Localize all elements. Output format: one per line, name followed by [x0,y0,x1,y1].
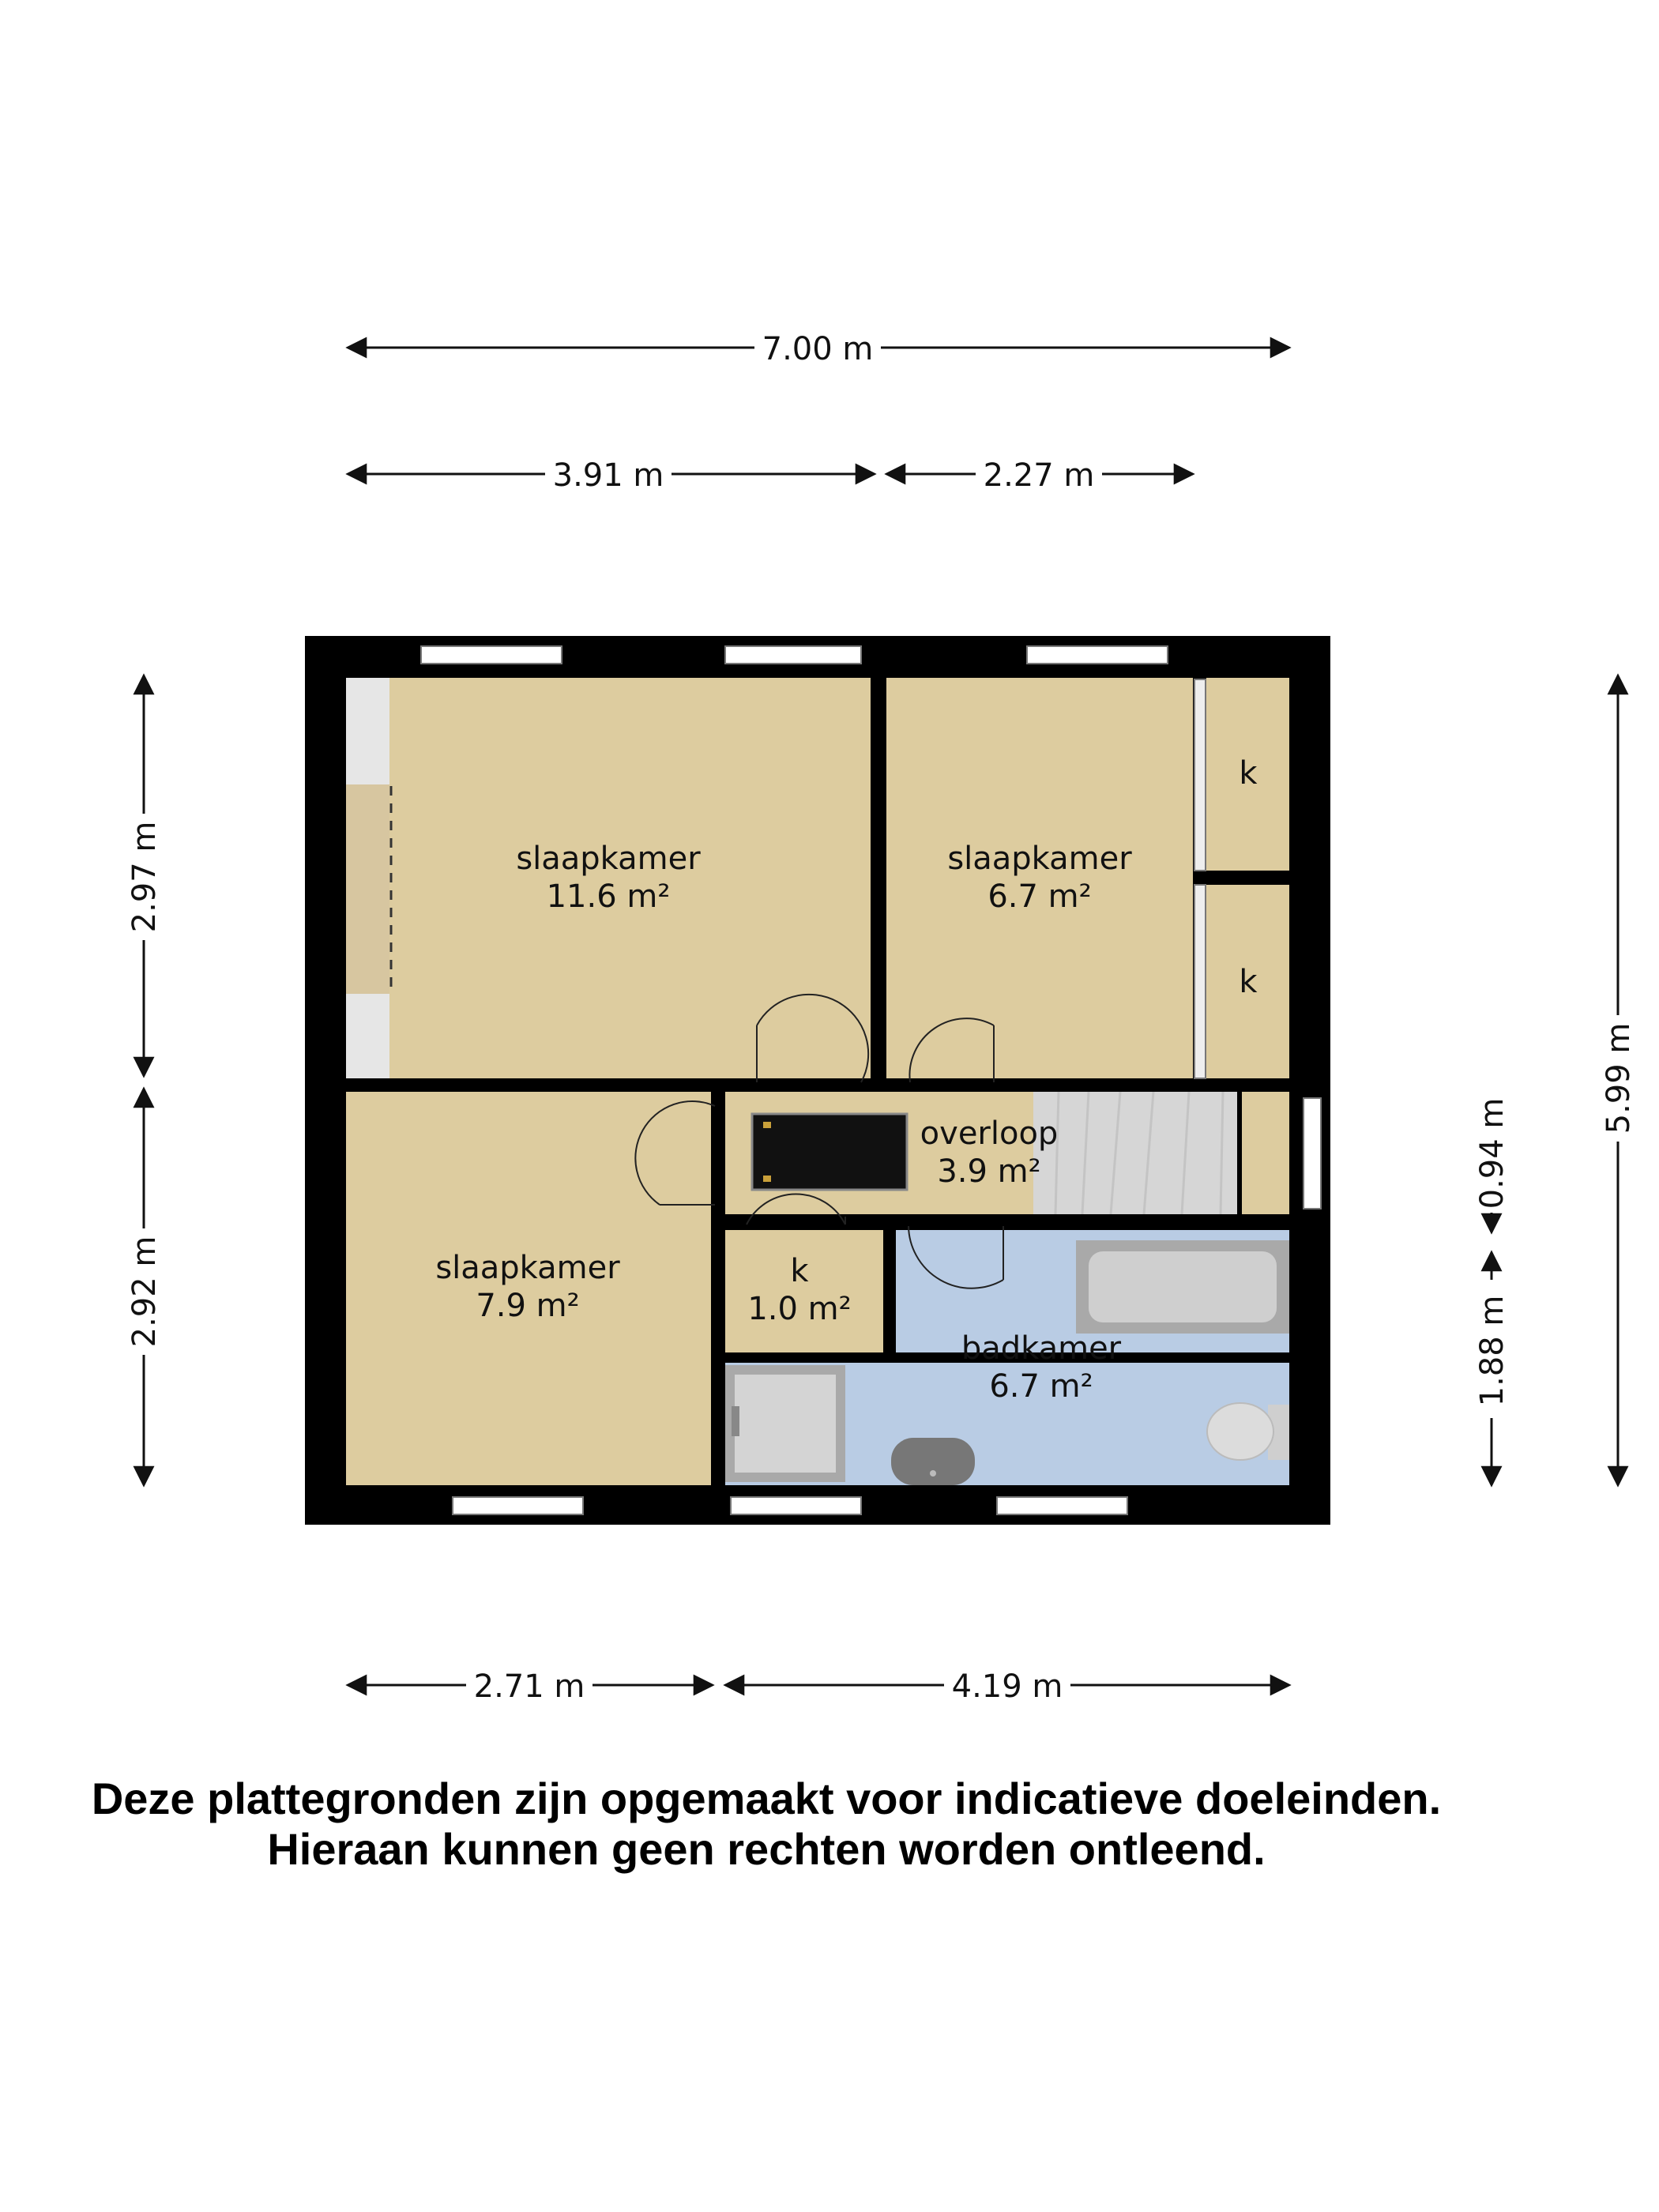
room-bedroom-large-area: 11.6 m² [547,878,671,915]
closet-sliding-door-lower [1194,884,1206,1079]
wall-stair-end [1237,1092,1242,1214]
dimension-left-top-label: 2.97 m [126,822,163,933]
room-bedroom-left-area: 7.9 m² [476,1288,579,1324]
room-bedroom-right-name: slaapkamer [947,841,1132,877]
door-bathroom [908,1225,1004,1289]
dimension-right-bottom: 1.88 m [1474,1250,1510,1488]
toilet [1206,1402,1289,1461]
dimension-bottom-left-label: 2.71 m [474,1668,585,1705]
dimension-top-right-label: 2.27 m [984,457,1095,494]
window-top-1 [420,645,562,664]
dimension-top-total: 7.00 m [345,331,1292,367]
door-closet-small [746,1193,846,1225]
floor-closet-lower [1206,885,1289,1078]
room-closet-upper-name: k [1239,755,1258,792]
window-right [1303,1097,1322,1209]
shower [725,1365,845,1482]
dimension-top-left-label: 3.91 m [553,457,664,494]
room-landing-area: 3.9 m² [937,1153,1040,1190]
wall-bedrooms-divider [871,678,886,1078]
room-closet-lower-name: k [1239,964,1258,1000]
bathtub [1076,1240,1289,1334]
door-bedroom-large [756,993,870,1083]
room-closet-small-name: k [790,1253,809,1289]
room-bedroom-large-name: slaapkamer [516,841,701,877]
wardrobe-bottom [346,994,389,1078]
wall-closet-bottom [725,1352,896,1363]
wall-closet-right [883,1230,896,1363]
dimension-right-total: 5.99 m [1601,673,1637,1488]
wall-closets-divider [1193,871,1289,885]
room-bathroom-name: badkamer [961,1330,1122,1367]
room-bedroom-right-area: 6.7 m² [988,878,1091,915]
dimension-left-bottom: 2.92 m [126,1086,163,1488]
dimension-bottom-left: 2.71 m [345,1668,715,1705]
closet-sliding-door-upper [1194,679,1206,871]
dimension-bottom-right: 4.19 m [723,1668,1292,1705]
staircase [1033,1091,1237,1215]
door-bedroom-right [908,1018,995,1083]
wardrobe-top [346,678,389,784]
disclaimer-line-2: Hieraan kunnen geen rechten worden ontle… [267,1824,1266,1874]
room-bathroom-area: 6.7 m² [989,1368,1093,1405]
window-bottom-1 [452,1496,584,1515]
room-bedroom-left-name: slaapkamer [435,1250,620,1286]
sink [891,1438,975,1485]
wall-landing-bottom [725,1214,1289,1230]
wardrobe-middle [346,784,389,994]
dimension-top-left: 3.91 m [345,457,877,494]
dimension-right-total-label: 5.99 m [1601,1023,1637,1134]
dimension-right-mid-label: 0.94 m [1474,1098,1510,1209]
dimension-bottom-right-label: 4.19 m [952,1668,1063,1705]
floor-closet-small [725,1230,883,1352]
dimension-right-bottom-label: 1.88 m [1474,1296,1510,1407]
floor-closet-upper [1206,678,1289,871]
dimension-top-right: 2.27 m [884,457,1195,494]
disclaimer-line-1: Deze plattegronden zijn opgemaakt voor i… [91,1774,1442,1823]
floor-bedroom-left [346,1092,711,1485]
dimension-left-bottom-label: 2.92 m [126,1236,163,1348]
room-closet-small-area: 1.0 m² [747,1291,851,1327]
wall-left-vertical [711,1092,725,1485]
window-top-2 [724,645,862,664]
room-landing-name: overloop [920,1115,1059,1152]
window-bottom-2 [730,1496,862,1515]
window-top-3 [1026,645,1168,664]
floor-bedroom-right [886,678,1193,1078]
dimension-right-mid: 0.94 m [1474,1098,1510,1235]
window-bottom-3 [996,1496,1128,1515]
dimension-top-total-label: 7.00 m [762,331,874,367]
floor-bedroom-large [346,678,871,1078]
attic-hatch [750,1112,908,1191]
door-bedroom-left [634,1100,716,1206]
dimension-left-top: 2.97 m [126,673,163,1078]
wall-horizontal-middle [346,1078,1289,1092]
